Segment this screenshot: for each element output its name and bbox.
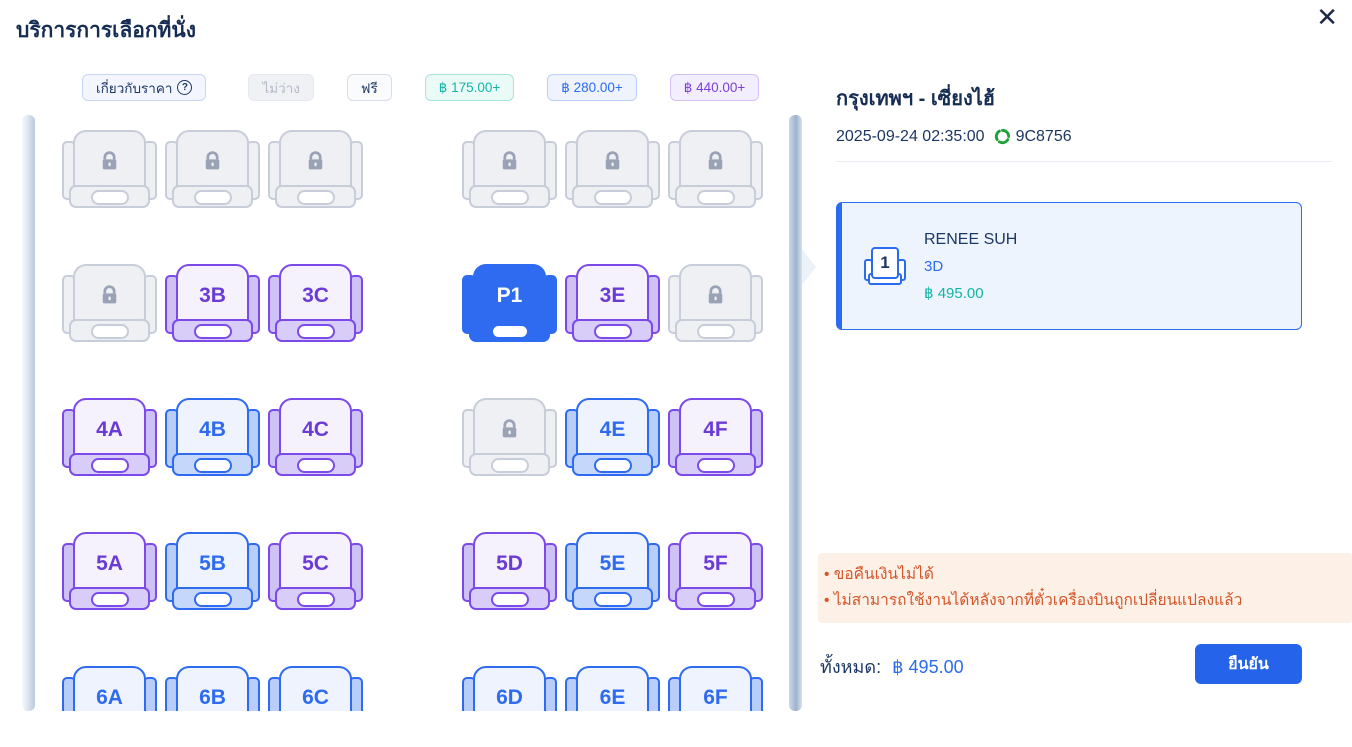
seat-row: 5A 5B 5C 5D 5E 5F <box>62 532 763 610</box>
seat-locked <box>165 130 260 208</box>
aisle <box>363 532 462 610</box>
seat-map: 3B 3C P1 3E 4A 4B 4C 4E 4F <box>22 115 802 711</box>
panel-collapse-arrow-icon[interactable] <box>802 249 816 285</box>
seat-5A[interactable]: 5A <box>62 532 157 610</box>
passenger-seat-price: ฿ 495.00 <box>924 284 984 302</box>
confirm-button[interactable]: ยืนยัน <box>1195 644 1302 684</box>
seat-4C[interactable]: 4C <box>268 398 363 476</box>
lock-icon <box>502 151 517 170</box>
lock-icon <box>308 151 323 170</box>
seat-5F[interactable]: 5F <box>668 532 763 610</box>
aisle <box>363 130 462 208</box>
seat-locked <box>668 264 763 342</box>
seat-row: 6A 6B 6C 6D 6E 6F <box>62 666 763 711</box>
legend-free: ฟรี <box>346 74 392 101</box>
seat-5D[interactable]: 5D <box>462 532 557 610</box>
seat-locked <box>62 130 157 208</box>
seat-row: 4A 4B 4C 4E 4F <box>62 398 763 476</box>
seat-legend: เกี่ยวกับราคา ? ไม่ว่าง ฟรี ฿ 175.00+ ฿ … <box>82 74 760 101</box>
seat-3B[interactable]: 3B <box>165 264 260 342</box>
notice-line: ขอคืนเงินไม่ได้ <box>824 562 1342 588</box>
total-line: ทั้งหมด: ฿ 495.00 <box>820 652 964 681</box>
route-title: กรุงเทพฯ - เซี่ยงไฮ้ <box>836 88 995 110</box>
close-icon[interactable]: ✕ <box>1316 2 1338 32</box>
seat-6C[interactable]: 6C <box>268 666 363 711</box>
lock-icon <box>205 151 220 170</box>
aisle <box>363 666 462 711</box>
seat-5C[interactable]: 5C <box>268 532 363 610</box>
seat-4E[interactable]: 4E <box>565 398 660 476</box>
legend-tier-440: ฿ 440.00+ <box>669 74 760 101</box>
seat-locked <box>62 264 157 342</box>
lock-icon <box>605 151 620 170</box>
flight-number: 9C8756 <box>1015 127 1072 145</box>
seat-6B[interactable]: 6B <box>165 666 260 711</box>
seat-row: 3B 3C P1 3E <box>62 264 763 342</box>
passenger-name: RENEE SUH <box>924 230 1018 248</box>
seat-locked <box>462 398 557 476</box>
cabin-wall-right <box>789 115 802 711</box>
help-icon: ? <box>177 80 193 95</box>
seat-3C[interactable]: 3C <box>268 264 363 342</box>
seat-P1-selected[interactable]: P1 <box>462 264 557 342</box>
seat-5B[interactable]: 5B <box>165 532 260 610</box>
flight-info: 2025-09-24 02:35:00 9C8756 <box>836 127 1072 146</box>
panel-divider <box>836 161 1332 162</box>
passenger-seat-icon: 1 <box>864 247 906 285</box>
passenger-count: 1 <box>871 247 899 279</box>
legend-tier-175: ฿ 175.00+ <box>424 74 515 101</box>
lock-icon <box>102 285 117 304</box>
seat-6D[interactable]: 6D <box>462 666 557 711</box>
lock-icon <box>708 151 723 170</box>
seat-4F[interactable]: 4F <box>668 398 763 476</box>
seat-6A[interactable]: 6A <box>62 666 157 711</box>
lock-icon <box>708 285 723 304</box>
cabin-grid: 3B 3C P1 3E 4A 4B 4C 4E 4F <box>62 130 763 711</box>
seat-6F[interactable]: 6F <box>668 666 763 711</box>
legend-unavailable: ไม่ว่าง <box>248 74 314 101</box>
lock-icon <box>102 151 117 170</box>
aisle <box>363 264 462 342</box>
seat-locked <box>462 130 557 208</box>
aisle <box>363 398 462 476</box>
page-title: บริการการเลือกที่นั่ง <box>16 19 197 42</box>
seat-locked <box>268 130 363 208</box>
seat-row <box>62 130 763 208</box>
seat-4B[interactable]: 4B <box>165 398 260 476</box>
flight-datetime: 2025-09-24 02:35:00 <box>836 127 985 145</box>
lock-icon <box>502 419 517 438</box>
seat-6E[interactable]: 6E <box>565 666 660 711</box>
total-label: ทั้งหมด: <box>820 657 882 677</box>
seat-locked <box>565 130 660 208</box>
passenger-card[interactable]: 1 RENEE SUH 3D ฿ 495.00 <box>836 202 1302 330</box>
seat-5E[interactable]: 5E <box>565 532 660 610</box>
legend-tier-280: ฿ 280.00+ <box>547 74 637 101</box>
seat-3E[interactable]: 3E <box>565 264 660 342</box>
cabin-wall-left <box>22 115 35 711</box>
seat-locked <box>668 130 763 208</box>
airline-logo-icon <box>994 128 1010 145</box>
notice-line: ไม่สามารถใช้งานได้หลังจากที่ตั๋วเครื่องบ… <box>824 588 1342 614</box>
total-value: ฿ 495.00 <box>892 657 964 677</box>
passenger-seat-number: 3D <box>924 257 944 275</box>
about-price-label: เกี่ยวกับราคา <box>96 80 173 96</box>
seat-4A[interactable]: 4A <box>62 398 157 476</box>
about-price-button[interactable]: เกี่ยวกับราคา ? <box>82 74 207 101</box>
refund-notice-box: ขอคืนเงินไม่ได้ ไม่สามารถใช้งานได้หลังจา… <box>818 553 1352 623</box>
